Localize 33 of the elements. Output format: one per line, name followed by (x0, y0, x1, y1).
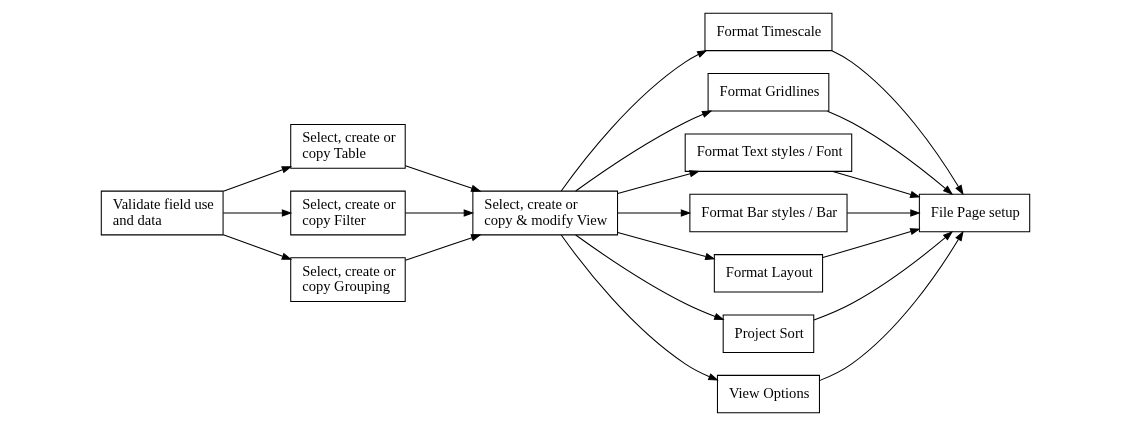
arrow (846, 208, 921, 217)
arrow (826, 110, 954, 195)
node-box: Format Gridlines (707, 72, 830, 111)
node-box: Project Sort (722, 314, 815, 353)
node-box: Select, create or copy & modify View (472, 190, 619, 235)
arrow (617, 169, 700, 194)
arrow (617, 208, 692, 217)
arrow (813, 230, 954, 321)
arrow (818, 230, 964, 381)
arrow (404, 164, 482, 192)
node-box: Format Timescale (704, 12, 833, 51)
arrow (575, 234, 725, 320)
node-box: Select, create or copy Table (290, 123, 406, 169)
arrow (404, 208, 475, 217)
node-box: Format Bar styles / Bar (689, 193, 848, 232)
node-box: File Page setup (918, 193, 1031, 232)
arrow (222, 165, 293, 192)
arrow (404, 233, 482, 261)
node-box: View Options (716, 374, 820, 413)
node-box: Select, create or copy Filter (290, 190, 406, 235)
arrow (560, 49, 708, 191)
arrow (222, 233, 293, 260)
arrow (560, 234, 719, 381)
node-box: Validate field use and data (100, 190, 224, 235)
node-box: Format Text styles / Font (684, 132, 853, 172)
node-box: Select, create or copy Grouping (290, 256, 406, 302)
arrow (575, 109, 713, 191)
arrow (822, 227, 921, 258)
node-box: Format Layout (713, 253, 824, 293)
arrow (617, 231, 716, 260)
arrow (222, 208, 293, 217)
arrow (832, 170, 921, 198)
arrow (831, 49, 964, 195)
